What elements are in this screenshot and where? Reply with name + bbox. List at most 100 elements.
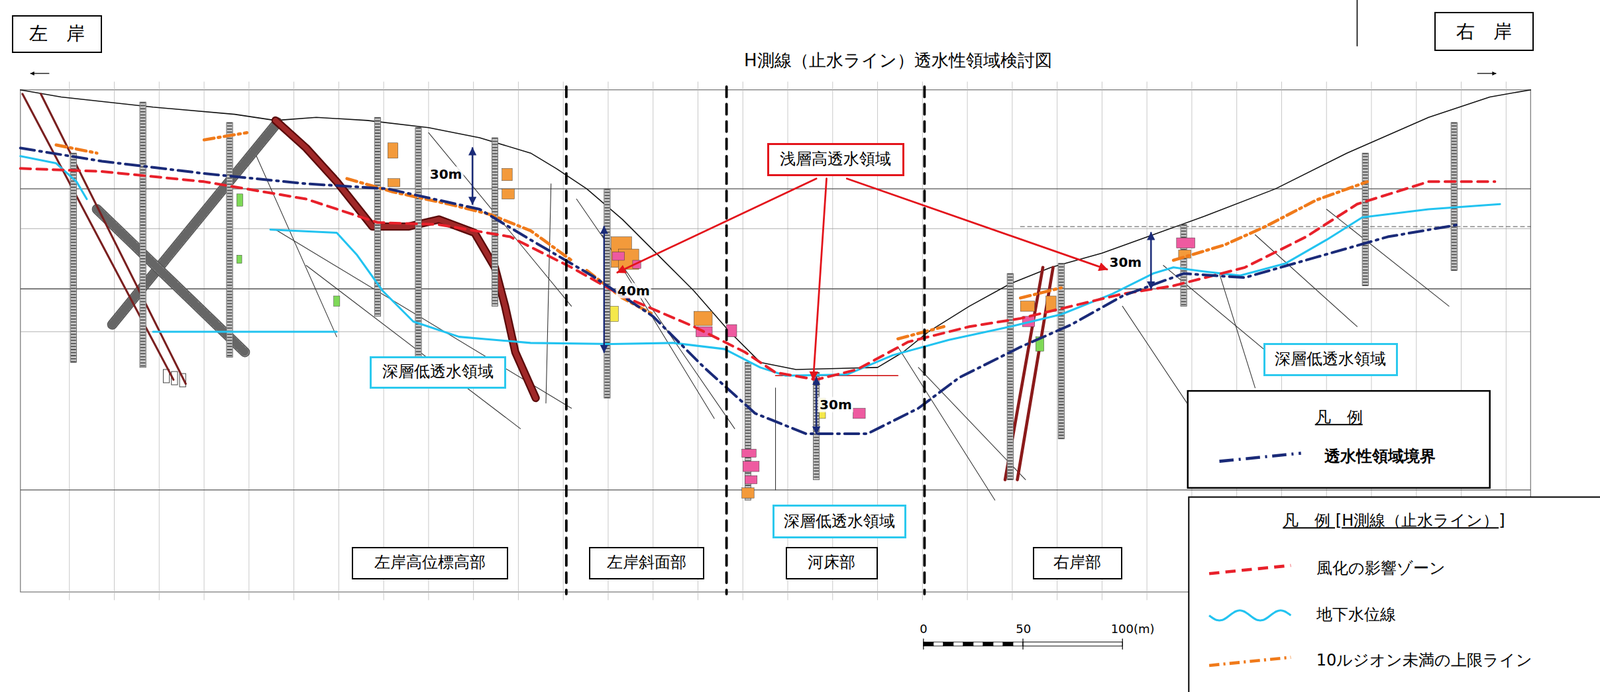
legend-line — [1209, 610, 1291, 621]
geologic-boundary — [1219, 273, 1256, 389]
legend-sample — [1209, 610, 1291, 621]
grid-line — [338, 81, 340, 601]
zone-callout-box: 浅層高透水領域 — [767, 143, 904, 177]
lugeon-10-line — [1173, 181, 1368, 261]
grid-line — [1146, 81, 1148, 601]
legend-line — [1209, 565, 1291, 574]
grid-line — [427, 81, 429, 601]
dimension-label: 30m — [818, 397, 854, 413]
permeability-log-bar — [387, 143, 398, 159]
legend-sample — [1209, 565, 1291, 574]
bank-label-box: 左 岸 — [11, 15, 103, 54]
lugeon-10-line — [1020, 288, 1062, 299]
borehole-log — [416, 127, 422, 389]
diagram-title: H測線（止水ライン）透水性領域検討図 — [744, 51, 1053, 71]
lugeon-10-line — [56, 145, 98, 154]
direction-arrow — [1477, 72, 1496, 74]
box-text: 右岸部 — [1053, 553, 1102, 573]
scale-segment — [973, 641, 984, 646]
legend-text: 10ルジオン未満の上限ライン — [1316, 651, 1534, 671]
legend-box — [1187, 390, 1491, 488]
grid-line — [922, 81, 923, 601]
box-text: 深層低透水領域 — [382, 363, 494, 382]
scale-label: 0 — [918, 622, 929, 637]
permeability-log-bar — [502, 168, 513, 181]
adit-outline — [111, 122, 278, 325]
legend-heading: 凡 例 — [1313, 409, 1365, 428]
permeability-log-bar — [742, 449, 757, 458]
legend-text: 透水性領域境界 — [1324, 447, 1436, 467]
borehole-log — [1058, 263, 1065, 440]
adit — [111, 122, 278, 325]
elevation-line — [20, 288, 1531, 289]
permeability-log-bar — [502, 188, 515, 199]
pointer-arrow — [813, 178, 827, 381]
grid-horizontals — [20, 188, 1531, 491]
grid-line — [563, 81, 564, 601]
lugeon-10-line — [586, 270, 654, 315]
grid-line — [204, 81, 205, 601]
borehole-log — [492, 137, 498, 307]
geologic-boundary — [1326, 209, 1449, 307]
grid-line — [293, 81, 295, 601]
zone-callout-box: 深層低透水領域 — [369, 356, 507, 389]
borehole — [139, 102, 146, 368]
pointer-arrow — [846, 178, 1108, 270]
lugeon-10-line — [347, 178, 572, 261]
box-text: 深層低透水領域 — [783, 512, 896, 532]
scale-segment — [963, 641, 974, 646]
geologic-boundary — [1254, 234, 1357, 327]
legend-line — [1219, 453, 1302, 462]
grid-verticals — [69, 81, 1507, 601]
borehole-log — [227, 122, 233, 358]
section-name-box: 右岸部 — [1032, 547, 1123, 580]
legend-text: 風化の影響ゾーン — [1316, 560, 1446, 580]
permeability-log-bar — [1176, 237, 1196, 248]
geologic-boundary — [545, 183, 552, 403]
legend-sample — [1219, 453, 1302, 462]
section-name-box: 河床部 — [785, 547, 878, 580]
zone-divider — [565, 86, 568, 595]
borehole — [1007, 273, 1014, 480]
section-frame — [20, 90, 1531, 593]
grid-line — [1101, 81, 1103, 601]
zone-divider — [725, 86, 729, 595]
sheet-rule — [1356, 0, 1359, 46]
legend-samples — [1209, 453, 1302, 666]
zone-callout-box: 深層低透水領域 — [772, 504, 907, 539]
dimension-arrow — [1150, 232, 1152, 289]
scale-segment — [953, 641, 964, 646]
section-name-box: 左岸斜面部 — [588, 547, 705, 580]
fault-line — [41, 94, 187, 385]
scale-segment — [1003, 641, 1014, 646]
dimension-arrow — [815, 377, 817, 434]
permeability-log-bar — [744, 475, 757, 484]
grid-line — [68, 81, 70, 601]
box-text: 浅層高透水領域 — [779, 150, 892, 169]
borehole-log — [813, 373, 819, 481]
borehole-log — [1007, 273, 1014, 480]
scale-tick — [1122, 639, 1123, 650]
permeability-log-bar — [610, 306, 619, 322]
borehole-log — [140, 102, 146, 368]
box-text: 深層低透水領域 — [1274, 350, 1387, 370]
scale-label: 100(m) — [1109, 622, 1157, 637]
groundwater-line — [20, 156, 87, 200]
fault-line — [22, 94, 174, 381]
borehole-log — [1362, 153, 1369, 286]
box-text: 左岸斜面部 — [606, 553, 687, 573]
fault-zone-outline — [275, 120, 536, 399]
geologic-boundary — [897, 347, 995, 501]
legend-line — [1209, 657, 1291, 666]
scale-label: 50 — [1014, 622, 1033, 637]
geologic-section — [20, 0, 1600, 692]
scale-segment — [923, 641, 934, 646]
legend-box — [1188, 497, 1600, 692]
permeability-log-bar — [726, 324, 737, 337]
borehole-log — [1451, 122, 1457, 271]
borehole-log — [604, 188, 611, 399]
groundwater-line — [153, 330, 337, 333]
scale-segment — [933, 641, 944, 646]
elevation-line — [20, 228, 1531, 230]
legend-heading: 凡 例 [H測線（止水ライン）] — [1281, 512, 1506, 531]
